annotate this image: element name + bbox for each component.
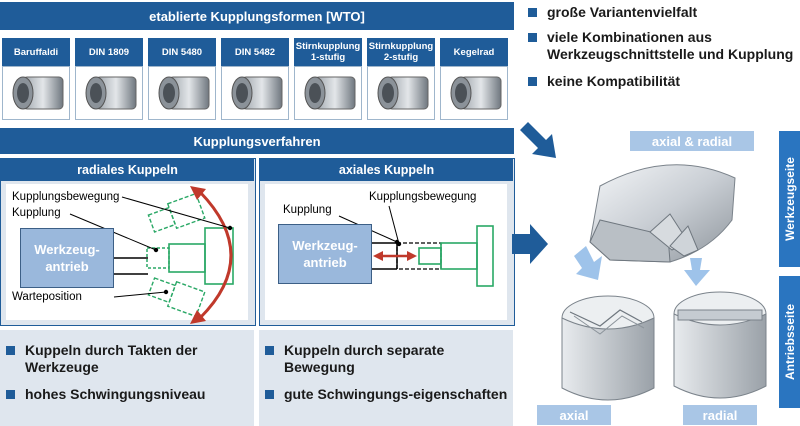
axial-bullets	[259, 330, 513, 426]
radial-title: radiales Kuppeln	[1, 159, 254, 181]
axial-bullet-text: gute Schwingungs-eigenschaften	[284, 386, 508, 402]
coupling-form-image	[367, 66, 435, 120]
bullet-square-icon	[6, 346, 15, 355]
axial-radial-label: axial & radial	[630, 131, 754, 151]
radial-drive-label: Werkzeug- antrieb	[34, 242, 100, 274]
coupling-form-image	[221, 66, 289, 120]
coupling-form-image	[440, 66, 508, 120]
bullet-square-icon	[528, 33, 537, 42]
axial-drive-label: Werkzeug- antrieb	[292, 238, 358, 270]
bullet-square-icon	[6, 390, 15, 399]
top-bullets: große Variantenvielfalt viele Kombinatio…	[528, 4, 796, 90]
coupling-form-image	[75, 66, 143, 120]
process-banner: Kupplungsverfahren	[0, 128, 514, 154]
bullet-square-icon	[528, 8, 537, 17]
antriebsseite-side-label: Antriebsseite	[779, 276, 800, 408]
radial-bullet-text: Kuppeln durch Takten der Werkzeuge	[25, 342, 198, 375]
werkzeugseite-side-label: Werkzeugseite	[779, 131, 800, 267]
bullet-square-icon	[265, 390, 274, 399]
radial-drive-box: Werkzeug- antrieb	[20, 228, 114, 288]
top-bullet: viele Kombinationen aus Werkzeugschnitts…	[528, 29, 796, 63]
coupling-form-image	[148, 66, 216, 120]
coupling-3d-render	[561, 164, 767, 401]
diagonal-arrow-icon	[520, 122, 556, 158]
antriebsseite-text: Antriebsseite	[782, 303, 797, 381]
radial-bullet-list: Kuppeln durch Takten der Werkzeuge hohes…	[6, 342, 250, 403]
top-bullet-text: große Variantenvielfalt	[547, 4, 698, 20]
right-arrow-icon	[512, 224, 548, 264]
bullet-square-icon	[265, 346, 274, 355]
radial-bullet: hohes Schwingungsniveau	[6, 386, 250, 403]
coupling-form-title: Baruffaldi	[2, 38, 70, 66]
axial-bullet-text: Kuppeln durch separate Bewegung	[284, 342, 445, 375]
top-bullet-text: keine Kompatibilität	[547, 73, 681, 89]
coupling-form-title: Stirnkupplung 1-stufig	[294, 38, 362, 66]
axial-title: axiales Kuppeln	[260, 159, 513, 181]
radial-kupplungsbewegung-label: Kupplungsbewegung	[12, 191, 120, 203]
top-bullet: große Variantenvielfalt	[528, 4, 796, 21]
coupling-form-title: Stirnkupplung 2-stufig	[367, 38, 435, 66]
coupling-form-title: DIN 5480	[148, 38, 216, 66]
coupling-form-image	[2, 66, 70, 120]
radial-bullet: Kuppeln durch Takten der Werkzeuge	[6, 342, 250, 376]
bullet-square-icon	[528, 77, 537, 86]
coupling-form-title: DIN 5482	[221, 38, 289, 66]
axial-label: axial	[537, 405, 611, 425]
coupling-form-title: Kegelrad	[440, 38, 508, 66]
axial-bullet: Kuppeln durch separate Bewegung	[265, 342, 509, 376]
axial-drive-box: Werkzeug- antrieb	[278, 224, 372, 284]
top-bullet-text: viele Kombinationen aus Werkzeugschnitts…	[547, 29, 794, 62]
top-banner: etablierte Kupplungsformen [WTO]	[0, 2, 514, 30]
top-bullet: keine Kompatibilität	[528, 73, 796, 90]
coupling-form-title: DIN 1809	[75, 38, 143, 66]
radial-bullets	[0, 330, 254, 426]
radial-bullet-text: hohes Schwingungsniveau	[25, 386, 206, 402]
radial-kupplung-label: Kupplung	[12, 207, 61, 219]
radial-label: radial	[683, 405, 757, 425]
werkzeugseite-text: Werkzeugseite	[782, 157, 797, 241]
coupling-form-image	[294, 66, 362, 120]
radial-warteposition-label: Warteposition	[12, 291, 82, 303]
axial-bullet-list: Kuppeln durch separate Bewegung gute Sch…	[265, 342, 509, 403]
axial-kupplung-label: Kupplung	[283, 204, 332, 216]
axial-kupplungsbewegung-label: Kupplungsbewegung	[369, 191, 477, 203]
axial-bullet: gute Schwingungs-eigenschaften	[265, 386, 509, 403]
